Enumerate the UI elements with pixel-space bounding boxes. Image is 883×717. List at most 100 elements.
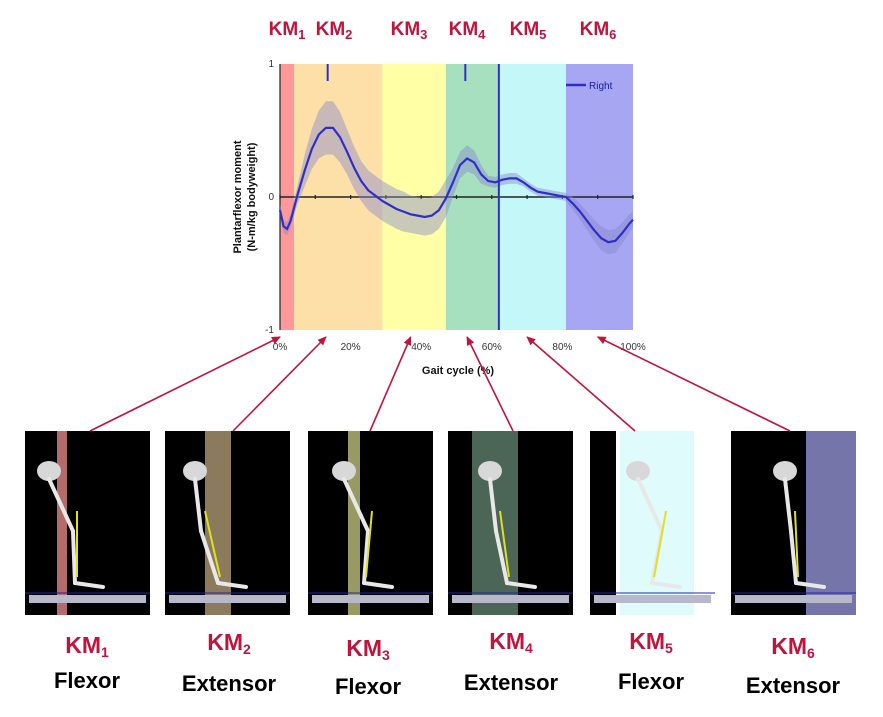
panel-background — [25, 431, 150, 615]
skeleton-panel-km1 — [25, 431, 150, 615]
bottom-km-text: KM — [65, 632, 101, 658]
bottom-km-label: KM1 — [22, 632, 152, 665]
foot-bone — [216, 581, 248, 589]
pelvis-bone — [478, 461, 502, 481]
y-tick-label: 0 — [268, 192, 274, 203]
y-axis-title-line2: (N-m/kg bodyweight) — [246, 142, 258, 251]
skeleton-panel-km2 — [165, 431, 290, 615]
muscle-vector — [365, 510, 373, 578]
pointer-arrow-km5 — [526, 336, 636, 432]
muscle-vector — [653, 510, 667, 578]
pelvis-bone — [773, 461, 797, 481]
x-tick-label: 40% — [411, 342, 431, 353]
skeleton-panel-km5 — [590, 431, 715, 615]
tibia-bone — [789, 529, 798, 585]
muscle-vector — [499, 510, 510, 578]
bottom-km-subscript: 2 — [242, 641, 251, 657]
legend-label: Right — [589, 81, 613, 92]
pelvis-bone — [626, 461, 650, 481]
pointer-arrow-km2 — [232, 336, 327, 432]
ground-plate — [312, 595, 429, 603]
muscle-vector — [794, 510, 799, 578]
bottom-km-text: KM — [629, 628, 665, 654]
bottom-km-text: KM — [207, 629, 243, 655]
bottom-km-subscript: 1 — [100, 644, 109, 660]
bottom-muscle-type: Flexor — [334, 674, 402, 699]
bottom-km-label: KM2 — [164, 629, 294, 662]
femur-bone — [488, 477, 498, 533]
phase-label-km1: KM1 — [269, 19, 306, 42]
phase-label-group: KM1 KM2 KM3 KM4 KM5 KM6 — [269, 19, 617, 42]
skeleton-panel-km4 — [448, 431, 573, 615]
ground-plate — [735, 595, 852, 603]
pointer-arrow-km1 — [89, 336, 281, 432]
femur-bone — [783, 477, 793, 533]
tibia-bone — [362, 529, 370, 585]
tick-group: 0%20%40%60%80%100%10-1 — [265, 59, 646, 353]
femur-bone — [47, 477, 75, 533]
x-tick-label: 100% — [620, 342, 646, 353]
pelvis-bone — [332, 461, 356, 481]
foot-bone — [362, 581, 394, 589]
bottom-muscle-type: Extensor — [745, 673, 841, 698]
tibia-bone — [199, 529, 220, 585]
y-axis-title-line1: Plantarflexor moment — [232, 140, 244, 253]
bottom-km-text: KM — [489, 628, 525, 654]
foot-bone — [650, 581, 682, 589]
foot-bone — [794, 581, 826, 589]
ground-plate — [29, 595, 146, 603]
bottom-muscle-type: Extensor — [181, 671, 277, 696]
x-tick-label: 20% — [341, 342, 361, 353]
muscle-vector — [204, 510, 221, 578]
bottom-km-subscript: 5 — [664, 640, 673, 656]
bottom-km-text: KM — [346, 635, 382, 661]
skeleton-panel-km3 — [308, 431, 433, 615]
phase-label-km2: KM2 — [316, 19, 353, 42]
sd-band — [280, 101, 633, 255]
y-tick-label: 1 — [268, 59, 274, 70]
bottom-km-label: KM4 — [446, 628, 576, 661]
ground-plate — [169, 595, 286, 603]
femur-bone — [342, 477, 370, 533]
skeleton-panel-group — [25, 431, 856, 615]
y-tick-label: -1 — [265, 325, 274, 336]
foot-bone — [73, 581, 105, 589]
foot-bone — [505, 581, 537, 589]
bottom-muscle-type: Extensor — [463, 670, 559, 695]
panel-background-dark — [590, 431, 616, 615]
phase-label-km4: KM4 — [449, 19, 487, 42]
skeleton-panel-km6 — [731, 431, 856, 615]
y-axis-title: Plantarflexor moment (N-m/kg bodyweight) — [232, 140, 258, 253]
phase-highlight — [57, 431, 67, 615]
bottom-km-subscript: 3 — [381, 647, 390, 663]
femur-bone — [193, 477, 203, 533]
arrow-group — [89, 336, 791, 432]
phase-label-km3: KM3 — [391, 19, 428, 42]
bottom-km-label: KM6 — [728, 633, 858, 666]
x-tick-label: 80% — [552, 342, 572, 353]
phase-label-km5: KM5 — [510, 19, 547, 42]
femur-bone — [636, 477, 664, 533]
ground-plate — [452, 595, 569, 603]
series-group — [278, 64, 634, 330]
bottom-km-text: KM — [771, 633, 807, 659]
pelvis-bone — [183, 461, 207, 481]
bottom-muscle-type: Flexor — [53, 668, 121, 693]
legend: Right — [566, 81, 613, 92]
tibia-bone — [71, 529, 77, 585]
phase-label-km6: KM6 — [580, 19, 617, 42]
ground-plate — [594, 595, 711, 603]
x-tick-label: 0% — [273, 342, 288, 353]
pointer-arrow-km3 — [369, 336, 412, 432]
pelvis-bone — [37, 461, 61, 481]
bottom-km-subscript: 4 — [524, 640, 533, 656]
series-line-right — [278, 126, 634, 244]
x-axis-title: Gait cycle (%) — [422, 365, 494, 377]
tibia-bone — [494, 529, 509, 585]
phase-highlight — [205, 431, 231, 615]
pointer-arrow-km6 — [596, 336, 791, 432]
bottom-km-label: KM3 — [303, 635, 433, 668]
bottom-muscle-type: Flexor — [617, 669, 685, 694]
phase-highlight — [348, 431, 360, 615]
